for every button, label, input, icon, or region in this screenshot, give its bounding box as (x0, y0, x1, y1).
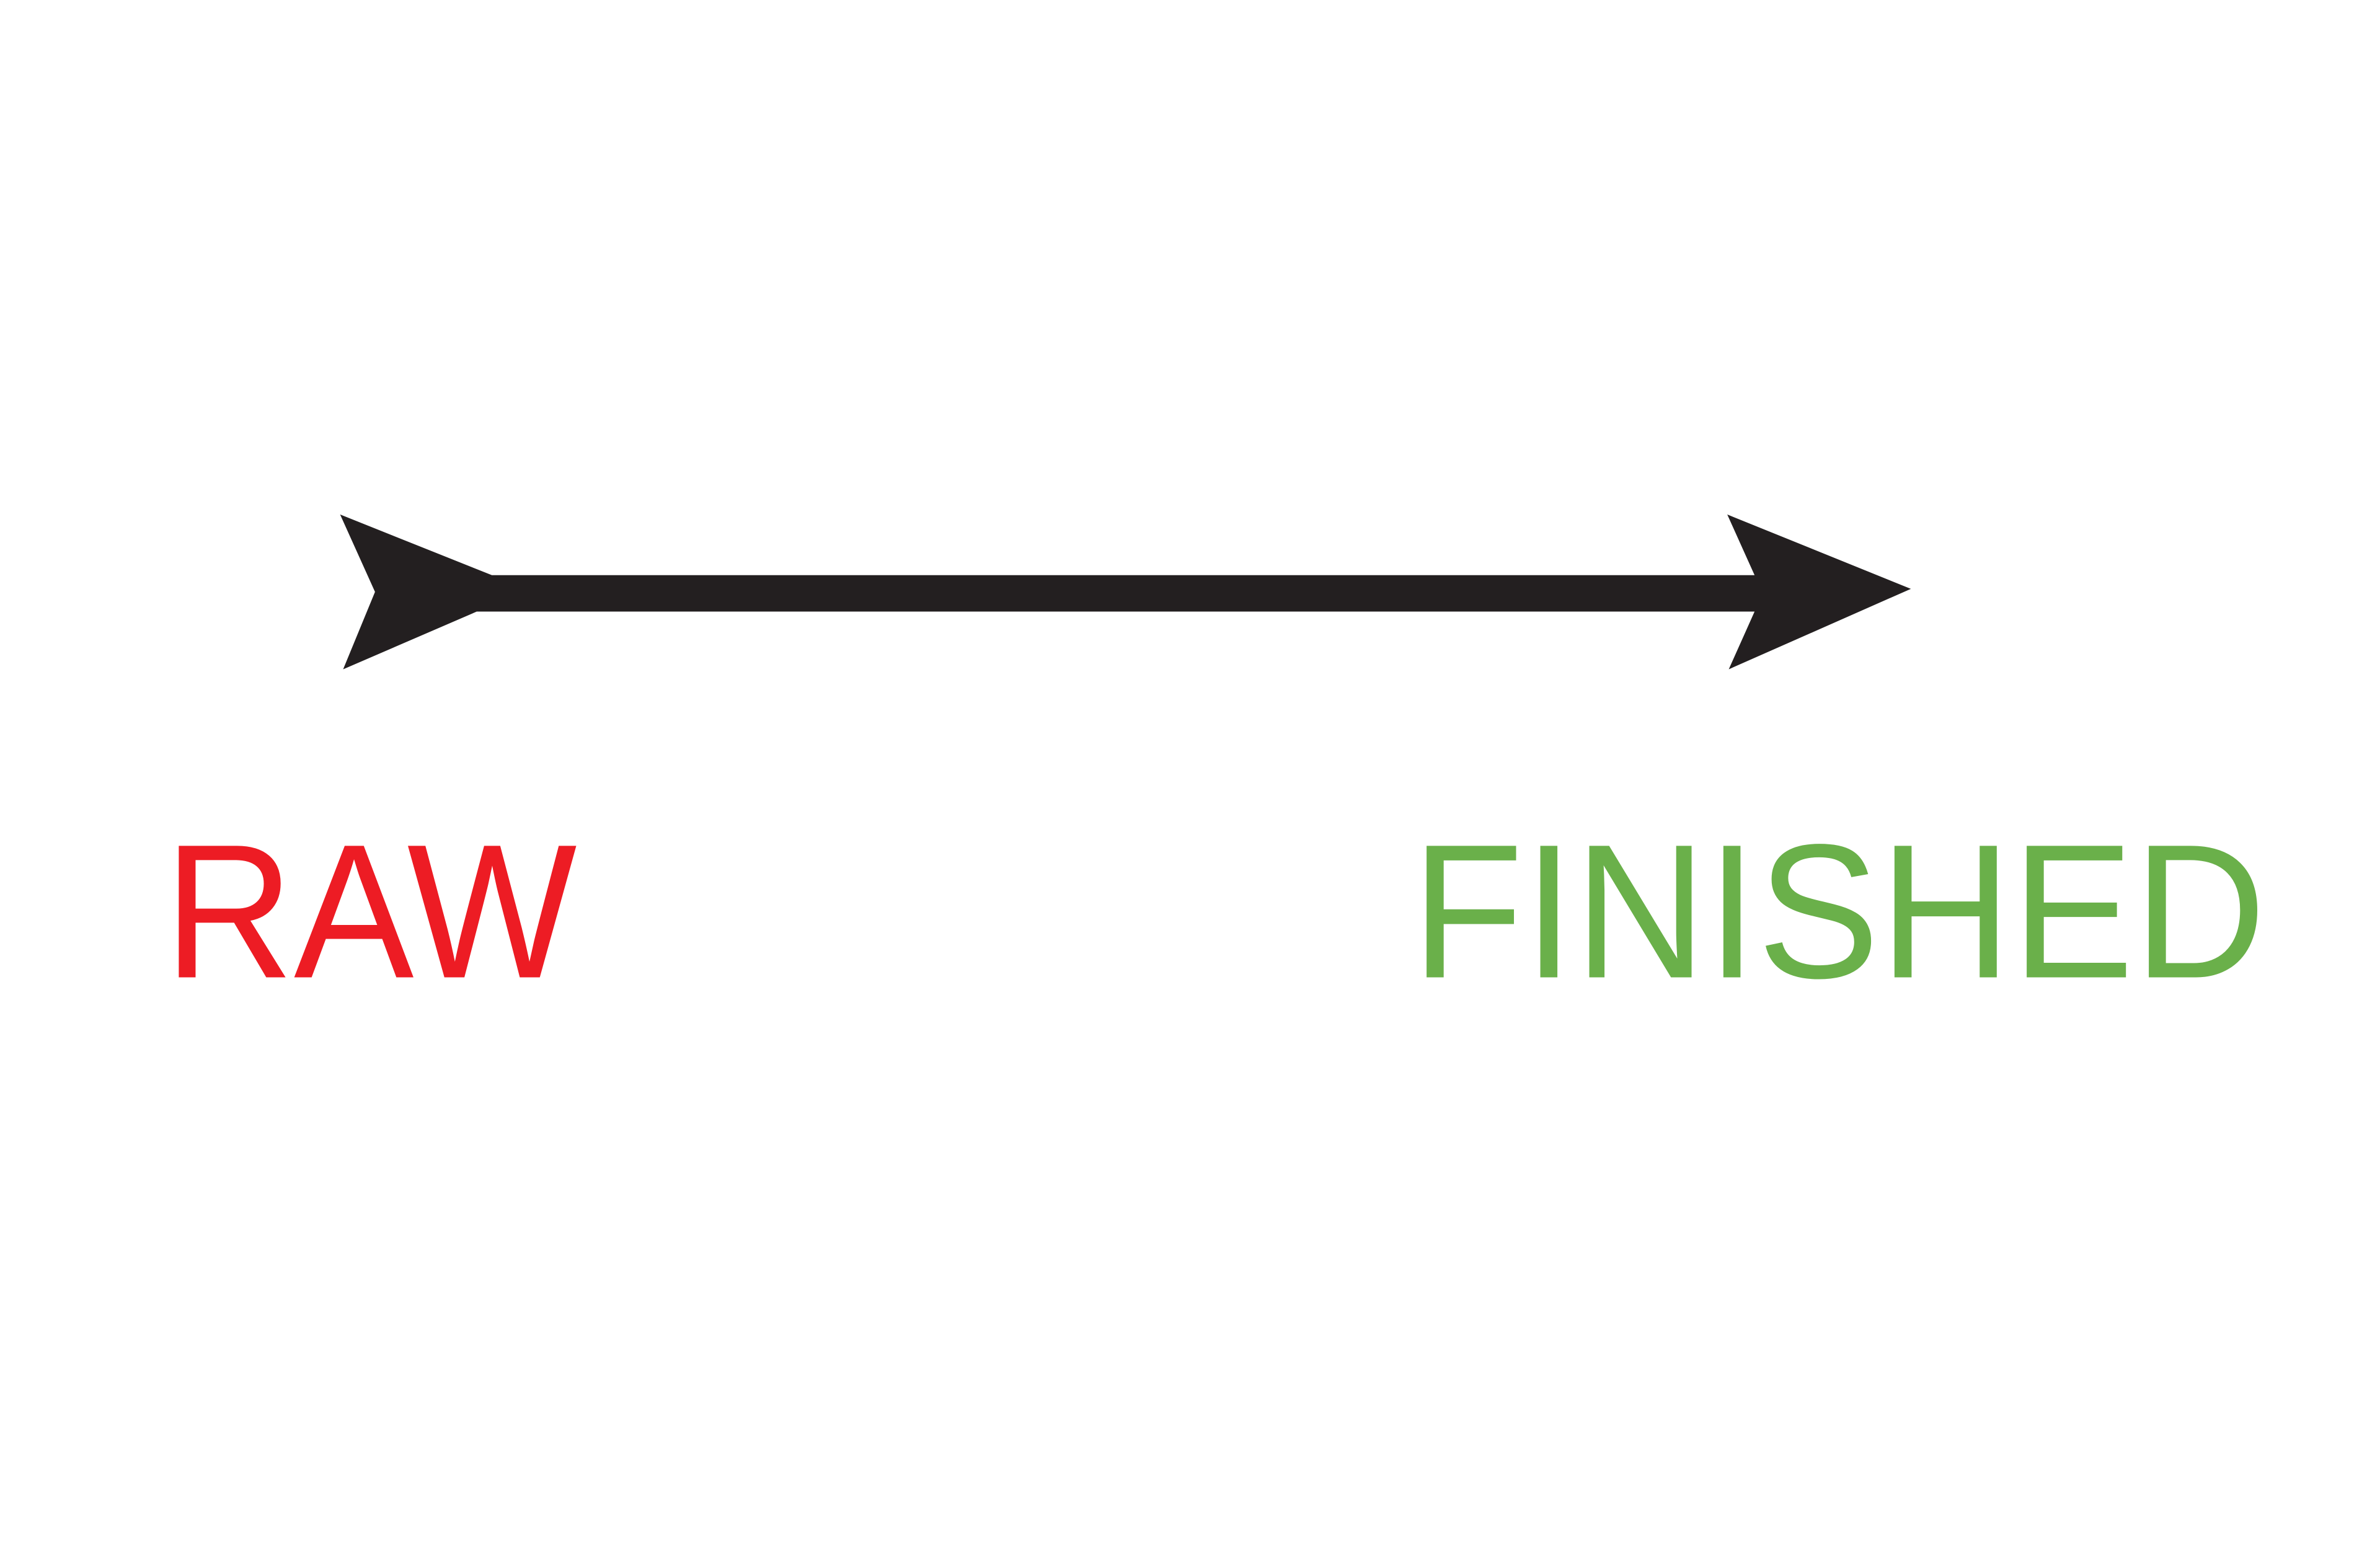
arrow-icon (340, 514, 1911, 670)
raw-label: RAW (164, 805, 579, 1019)
finished-label: FINISHED (1412, 805, 2266, 1019)
